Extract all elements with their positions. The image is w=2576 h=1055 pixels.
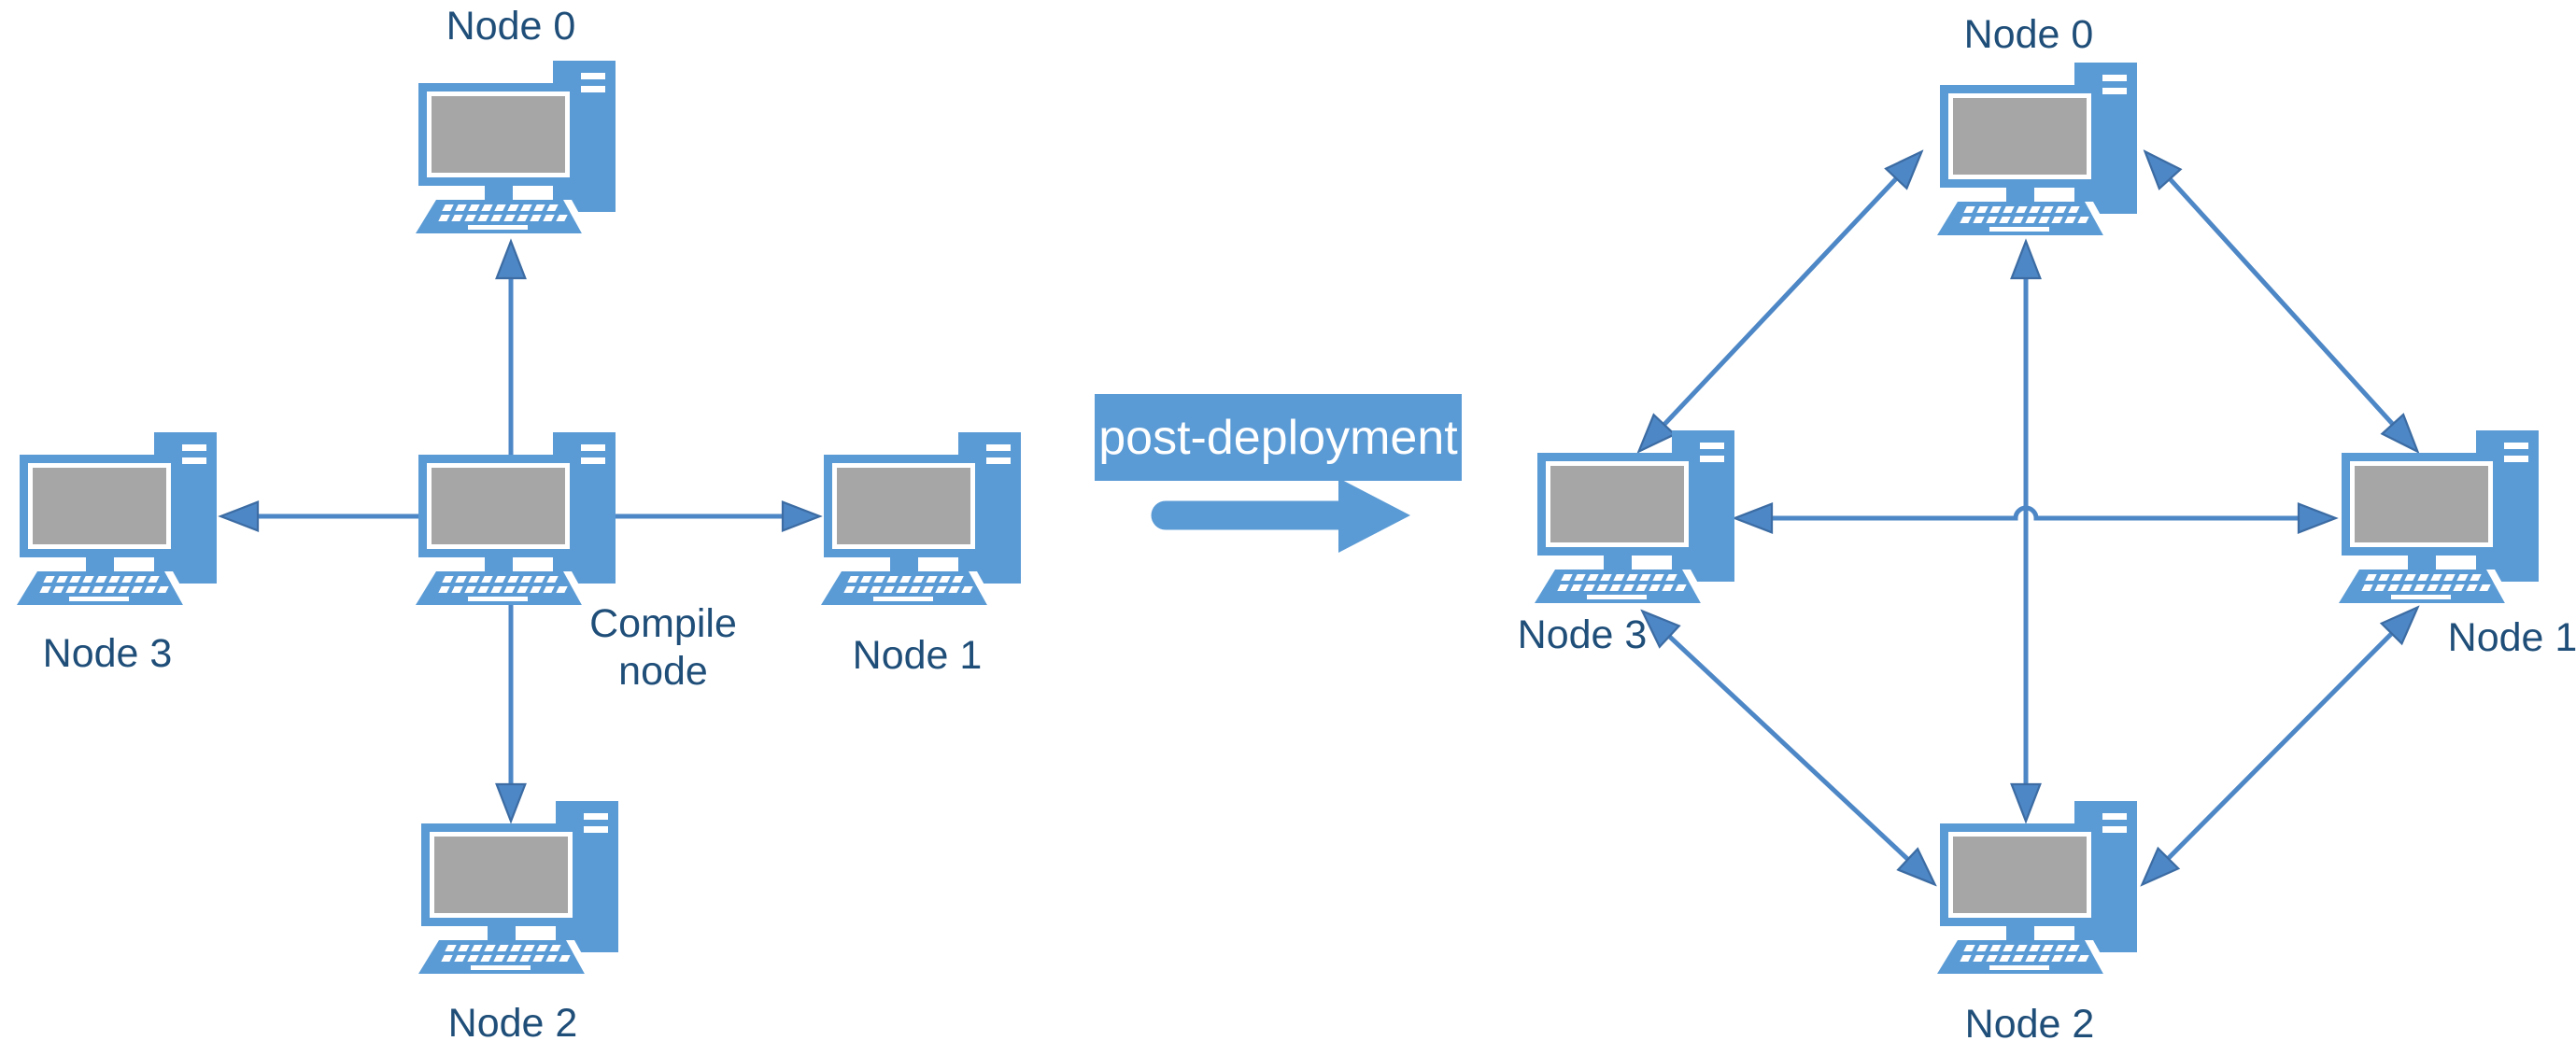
compile-node-label: Compile node: [589, 600, 737, 695]
right-mesh-diagram: [1535, 63, 2539, 974]
left-node-2-label: Node 2: [447, 1001, 578, 1046]
computer-icon-right-node-2: [1937, 801, 2137, 974]
left-node-1-label: Node 1: [852, 633, 983, 678]
computer-icon-left-node-3: [17, 432, 217, 605]
edge-node0-node1: [2147, 154, 2415, 449]
right-arrow-icon: [1338, 478, 1410, 553]
left-node-0-label: Node 0: [446, 4, 576, 49]
computer-icon-left-node-1: [821, 432, 1021, 605]
edge-node1-node2: [2144, 610, 2415, 882]
edge-node3-node1: [1738, 508, 2332, 518]
post-deployment-label: post-deployment: [1098, 410, 1458, 465]
transition-arrow-group: [1151, 478, 1410, 553]
edge-node2-node3: [1645, 613, 1932, 882]
computer-icon-right-node-1: [2339, 430, 2539, 603]
computer-icon-compile-node: [416, 432, 616, 605]
computer-icon-left-node-2: [418, 801, 618, 974]
right-node-3-label: Node 3: [1517, 612, 1648, 657]
edge-node3-node0: [1641, 154, 1919, 449]
computer-icon-left-node-0: [416, 61, 616, 233]
right-node-2-label: Node 2: [1964, 1002, 2095, 1047]
left-star-diagram: [17, 61, 1021, 974]
left-node-3-label: Node 3: [42, 631, 173, 676]
right-node-0-label: Node 0: [1963, 12, 2094, 57]
compile-node-label-line2: node: [618, 648, 708, 694]
computer-icon-right-node-0: [1937, 63, 2137, 235]
computer-icon-right-node-3: [1535, 430, 1734, 603]
post-deployment-label-box: post-deployment: [1095, 394, 1462, 481]
right-node-1-label: Node 1: [2447, 615, 2576, 660]
compile-node-label-line1: Compile: [589, 601, 737, 646]
